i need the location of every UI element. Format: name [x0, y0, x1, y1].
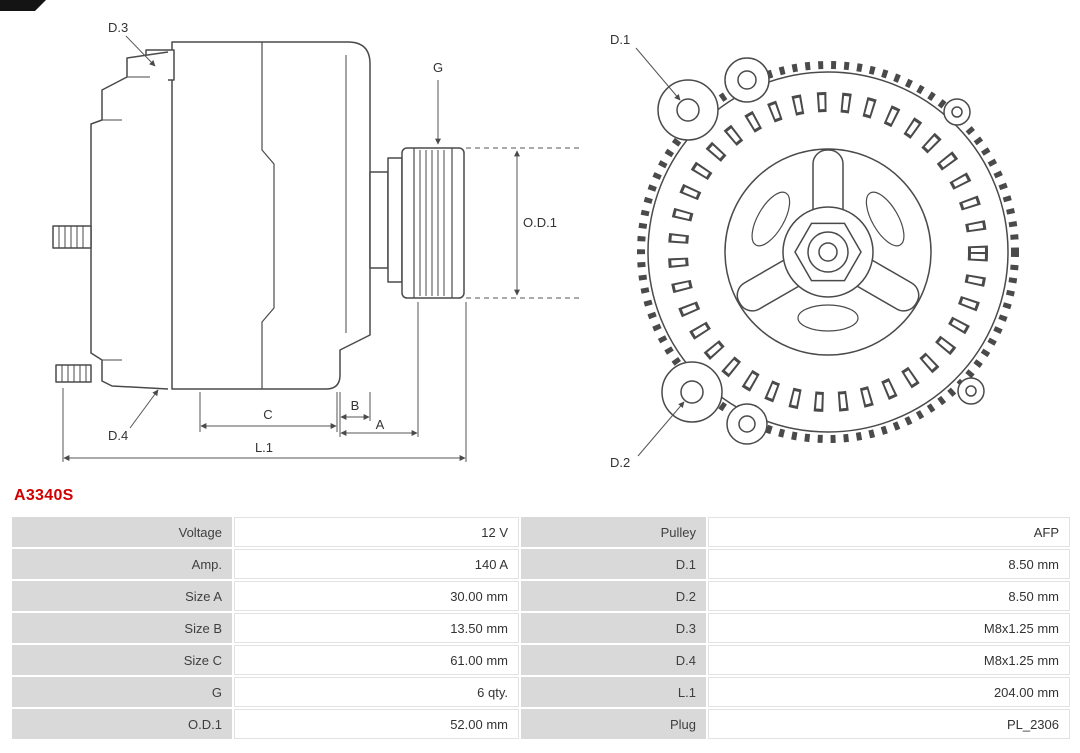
technical-diagram: D.3 G O.D.1 D.4 C B A L.1 D.1 D.2	[52, 20, 1019, 470]
alternator-drawing: D.3 G O.D.1 D.4 C B A L.1 D.1 D.2	[52, 20, 1019, 470]
dim-label-d2: D.2	[610, 455, 630, 470]
dimension-lines	[62, 35, 685, 462]
table-row: Voltage 12 V Pulley AFP	[12, 517, 1070, 547]
spec-value: 13.50 mm	[234, 613, 519, 643]
spec-label: Plug	[521, 709, 706, 739]
spec-value: 61.00 mm	[234, 645, 519, 675]
terminal-stud	[52, 225, 92, 249]
spec-value: M8x1.25 mm	[708, 613, 1070, 643]
spec-label: G	[12, 677, 232, 707]
dim-label-d1: D.1	[610, 32, 630, 47]
table-row: Size B 13.50 mm D.3 M8x1.25 mm	[12, 613, 1070, 643]
rear-housing	[90, 51, 169, 390]
spec-value: M8x1.25 mm	[708, 645, 1070, 675]
alternator-body	[171, 41, 371, 390]
spec-value: 6 qty.	[234, 677, 519, 707]
table-row: Size A 30.00 mm D.2 8.50 mm	[12, 581, 1070, 611]
spec-value: 52.00 mm	[234, 709, 519, 739]
spec-label: O.D.1	[12, 709, 232, 739]
table-row: Size C 61.00 mm D.4 M8x1.25 mm	[12, 645, 1070, 675]
spec-label: D.2	[521, 581, 706, 611]
dim-label-d4: D.4	[108, 428, 128, 443]
front-view	[637, 57, 1019, 445]
spec-label: D.4	[521, 645, 706, 675]
dim-label-d3: D.3	[108, 20, 128, 35]
spec-label: Size B	[12, 613, 232, 643]
spec-value: 8.50 mm	[708, 549, 1070, 579]
table-row: Amp. 140 A D.1 8.50 mm	[12, 549, 1070, 579]
table-row: O.D.1 52.00 mm Plug PL_2306	[12, 709, 1070, 739]
spec-label: Voltage	[12, 517, 232, 547]
corner-logo-mark	[0, 0, 46, 11]
spec-label: L.1	[521, 677, 706, 707]
spec-value: 12 V	[234, 517, 519, 547]
spec-label: Size C	[12, 645, 232, 675]
spec-label: D.1	[521, 549, 706, 579]
dim-label-b: B	[351, 398, 360, 413]
dim-label-g: G	[433, 60, 443, 75]
part-number: A3340S	[14, 487, 74, 504]
table-row: G 6 qty. L.1 204.00 mm	[12, 677, 1070, 707]
dim-label-l1: L.1	[255, 440, 273, 455]
dim-label-a: A	[376, 417, 385, 432]
specs-table: Voltage 12 V Pulley AFP Amp. 140 A D.1 8…	[10, 515, 1072, 741]
spec-value: 8.50 mm	[708, 581, 1070, 611]
side-view	[52, 41, 465, 390]
spec-label: Size A	[12, 581, 232, 611]
spec-value: 140 A	[234, 549, 519, 579]
mount-hole-d2	[680, 380, 704, 404]
pulley-openings	[751, 191, 905, 332]
dim-label-od1: O.D.1	[523, 215, 557, 230]
spec-label: Pulley	[521, 517, 706, 547]
dim-label-c: C	[263, 407, 272, 422]
spec-value: AFP	[708, 517, 1070, 547]
pulley-side	[401, 147, 465, 299]
spec-value: PL_2306	[708, 709, 1070, 739]
spec-value: 204.00 mm	[708, 677, 1070, 707]
spec-value: 30.00 mm	[234, 581, 519, 611]
mount-hole-d1	[676, 98, 700, 122]
fin-teeth-ring	[637, 61, 1019, 443]
spec-label: D.3	[521, 613, 706, 643]
spec-label: Amp.	[12, 549, 232, 579]
